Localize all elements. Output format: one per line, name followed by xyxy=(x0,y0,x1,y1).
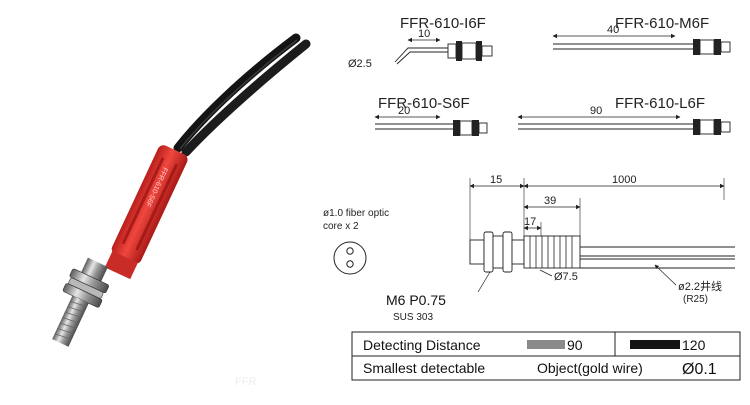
model-i6f-label: FFR-610-I6F xyxy=(400,15,486,32)
dim-15: 15 xyxy=(490,174,502,186)
core-cross-section xyxy=(333,241,367,275)
photo-watermark: FFR xyxy=(235,376,256,388)
drawing-i6f: FFR-610-I6F 10 Ø2.5 xyxy=(348,15,493,70)
dim-m6f: 40 xyxy=(607,24,619,36)
thread-spec: M6 P0.75 xyxy=(386,292,446,308)
distance-90: 90 xyxy=(567,337,583,353)
dim-s6f: 20 xyxy=(398,105,410,117)
model-m6f-label: FFR-610-M6F xyxy=(615,15,709,32)
dim-17: 17 xyxy=(524,216,536,228)
spec-table: Detecting Distance 90 120 Smallest detec… xyxy=(351,331,741,381)
ribbed-sleeve xyxy=(523,235,581,269)
nut-a xyxy=(483,231,494,273)
core-label-line1: ø1.0 fiber optic xyxy=(323,208,389,219)
drawing-m6f: FFR-610-M6F 40 xyxy=(552,15,731,55)
hex-nut-2 xyxy=(62,283,103,308)
dim-i6f: 10 xyxy=(418,28,430,40)
sensor-photo: FFR-610-S6F FFR xyxy=(52,33,311,388)
dia-i6f: Ø2.5 xyxy=(348,58,372,70)
cable-diameter: ø2.2井线 xyxy=(678,279,722,293)
row-smallest-detectable-label: Smallest detectable xyxy=(363,360,485,376)
drawing-s6f: FFR-610-S6F 20 xyxy=(374,95,488,136)
model-s6f-label: FFR-610-S6F xyxy=(378,95,470,112)
object-gold-wire: Object(gold wire) xyxy=(537,360,643,376)
distance-120: 120 xyxy=(682,337,706,353)
threaded-tube xyxy=(52,295,89,347)
main-drawing: 15 1000 39 17 Ø7.5 M6 P0.75 SUS 303 xyxy=(323,174,735,323)
row-detecting-distance-label: Detecting Distance xyxy=(363,337,481,353)
model-l6f-label: FFR-610-L6F xyxy=(615,95,705,112)
dim-l6f: 90 xyxy=(590,105,602,117)
gray-bar xyxy=(527,340,565,349)
material-spec: SUS 303 xyxy=(393,312,433,323)
dim-1000: 1000 xyxy=(612,174,636,186)
cable-bend-radius: (R25) xyxy=(683,294,708,305)
cable-black-1 xyxy=(173,33,301,153)
metal-body xyxy=(52,257,109,347)
dim-7-5: Ø7.5 xyxy=(554,271,578,283)
cable-black-2 xyxy=(181,39,311,157)
black-bar xyxy=(630,340,680,349)
red-sleeve: FFR-610-S6F xyxy=(104,145,188,280)
min-object-size: Ø0.1 xyxy=(682,361,717,378)
dim-39: 39 xyxy=(544,195,556,207)
drawing-l6f: FFR-610-L6F 90 xyxy=(517,95,731,135)
nut-b xyxy=(502,231,513,273)
core-label-line2: core x 2 xyxy=(323,221,359,232)
sensor-tip xyxy=(469,239,485,265)
